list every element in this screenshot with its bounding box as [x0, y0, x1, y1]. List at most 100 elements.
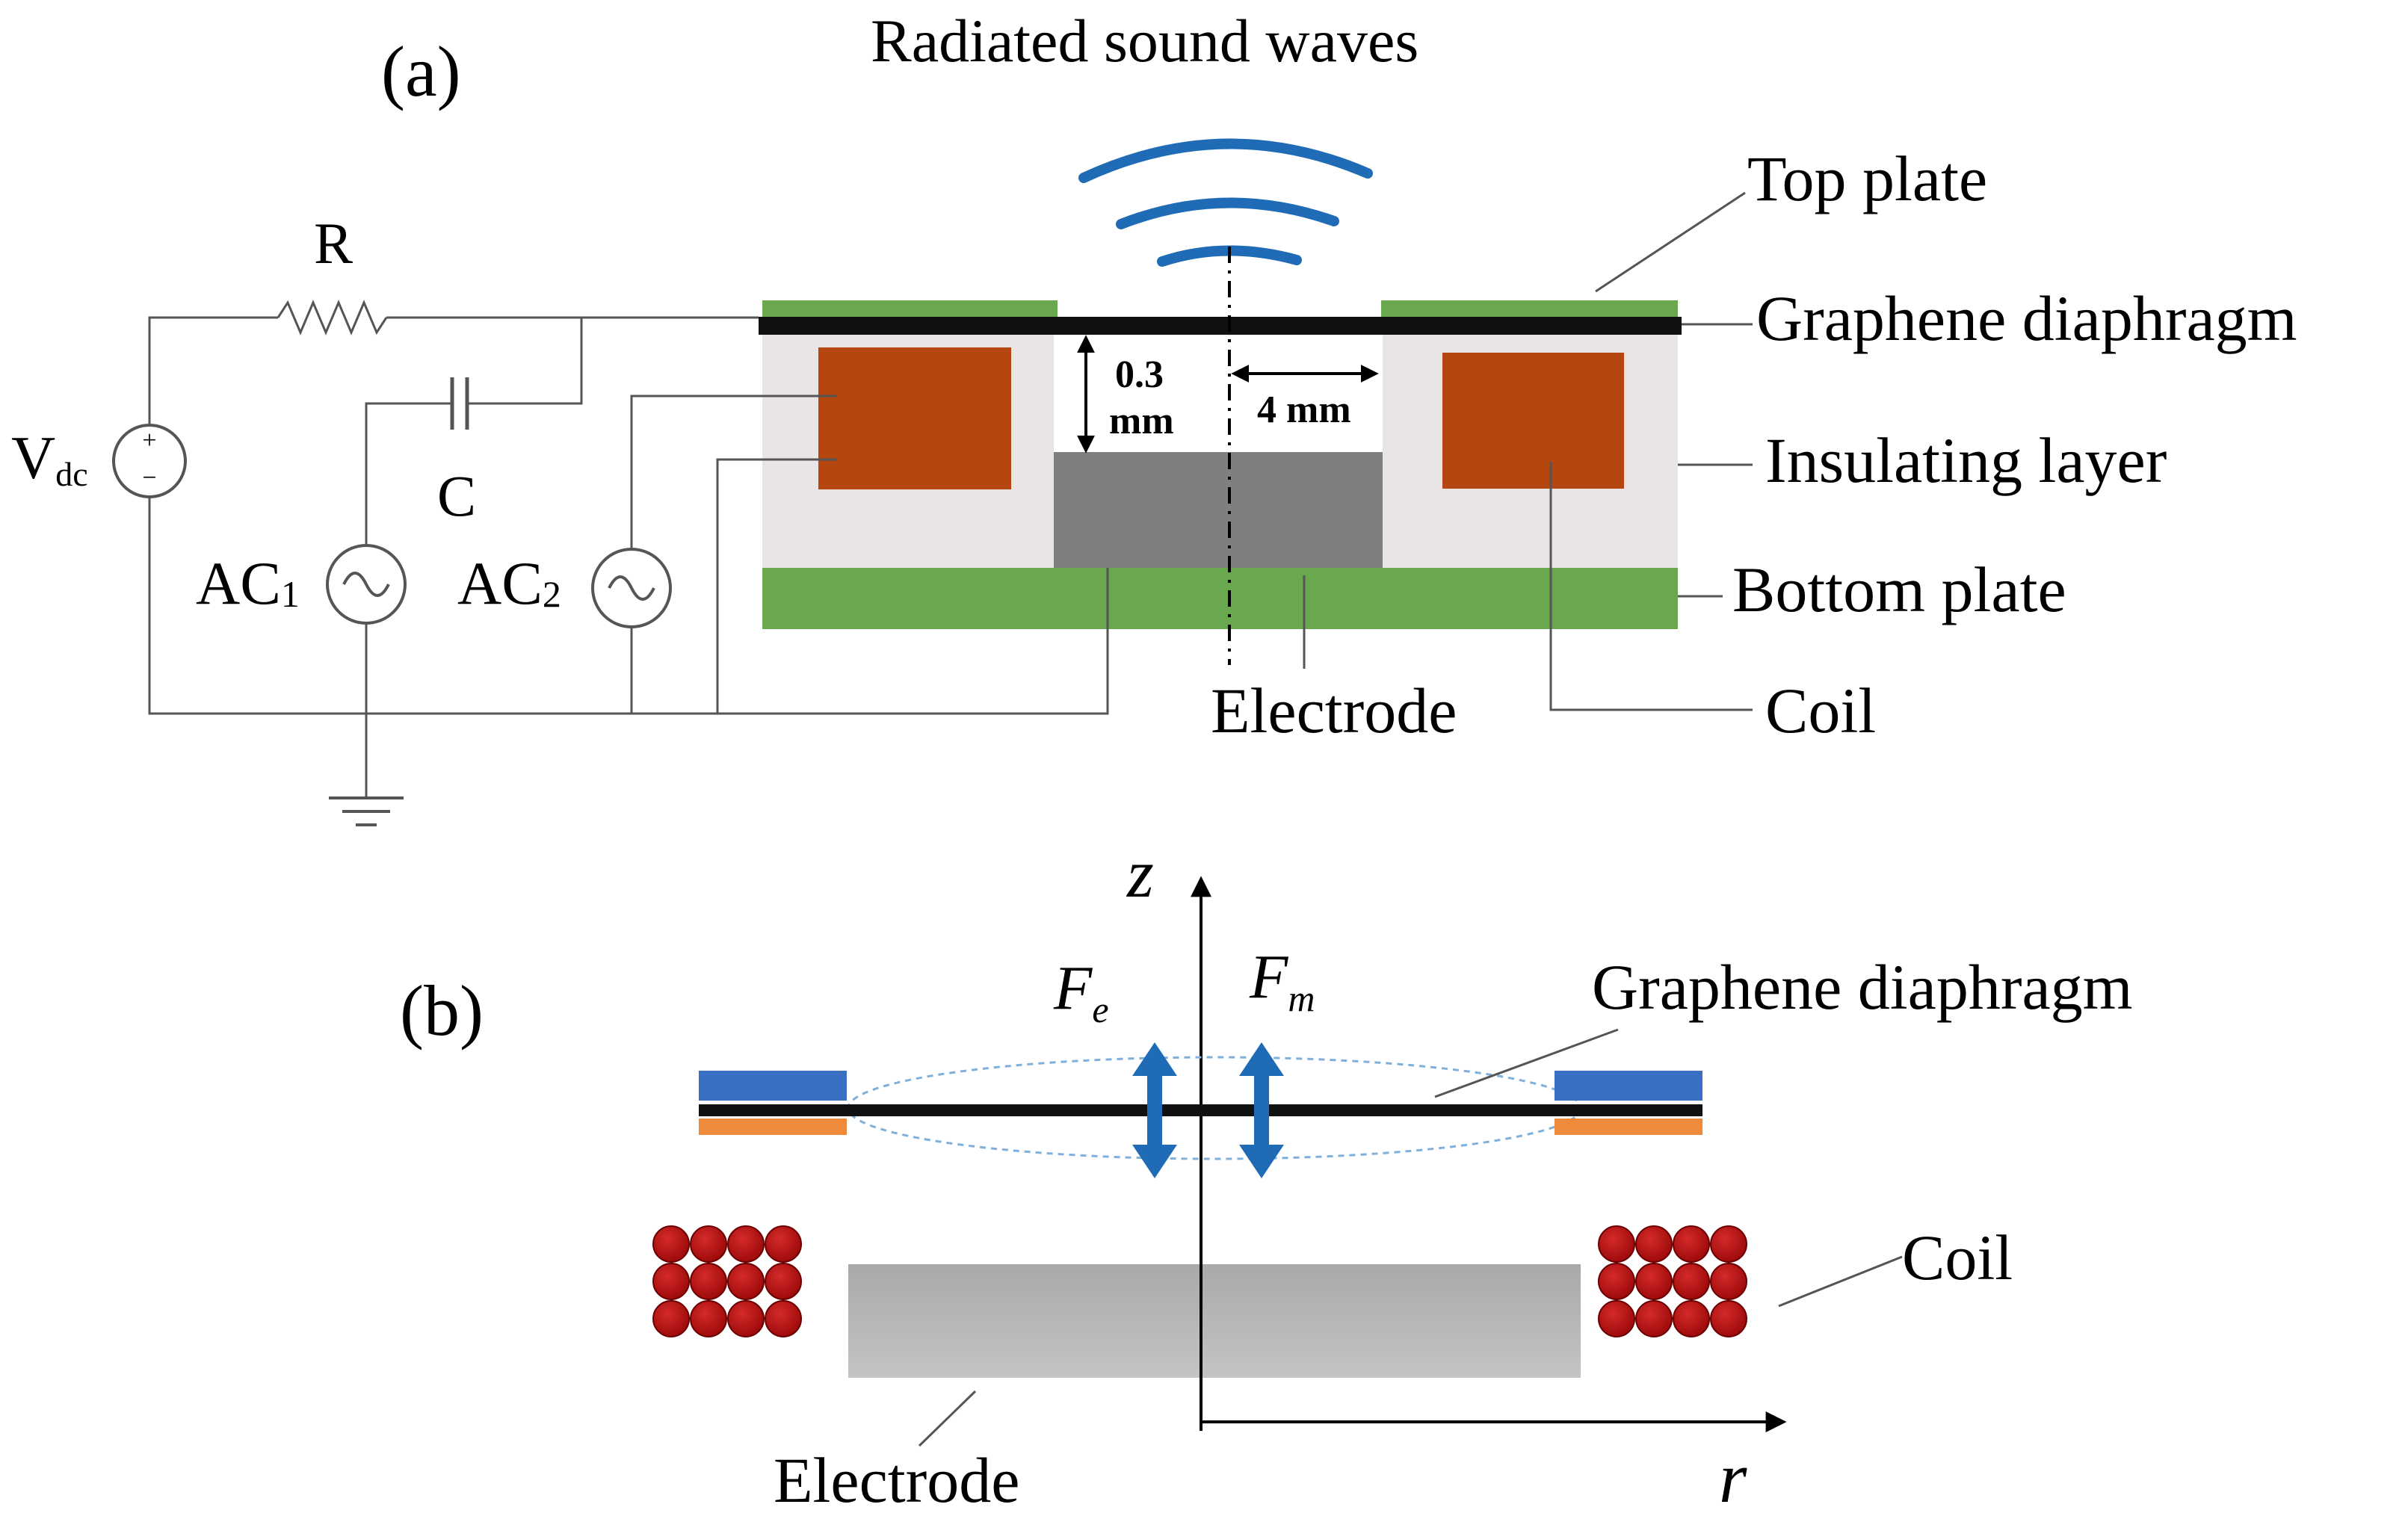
leader-coil: [1549, 462, 1753, 711]
speaker-cross-section: [759, 300, 1682, 629]
graphene-diaphragm-b: [699, 1104, 1702, 1116]
coil-wire-turn: [1710, 1263, 1747, 1300]
wire-capacitor-branch: [467, 318, 583, 405]
resistor-symbol: [277, 300, 388, 335]
leader-electrode-b: [918, 1390, 977, 1447]
vdc-minus: −: [142, 464, 156, 492]
fm-label: Fm: [1249, 942, 1315, 1019]
coil-wire-turn: [652, 1225, 690, 1263]
gap-dimension-label-2: mm: [1109, 400, 1174, 442]
fe-label-main: F: [1053, 953, 1093, 1023]
coil-wire-turn: [1710, 1300, 1747, 1337]
coil-left-b: [652, 1225, 802, 1337]
coil-wire-turn: [1673, 1263, 1710, 1300]
sound-waves-label: Radiated sound waves: [871, 7, 1418, 75]
electrode-label-b: Electrode: [774, 1444, 1019, 1516]
fm-label-main: F: [1249, 942, 1289, 1012]
clamp-right-top: [1555, 1071, 1702, 1101]
coil-wire-turn: [1673, 1225, 1710, 1263]
leader-coil-b: [1778, 1255, 1903, 1308]
wire-vdc-bottom: [148, 497, 1109, 715]
coil-wire-turn: [1710, 1225, 1747, 1263]
bottom-plate-label: Bottom plate: [1732, 554, 2066, 625]
ac2-sine-icon: [608, 575, 655, 601]
graphene-diaphragm-label: Graphene diaphragm: [1756, 282, 2297, 354]
clamp-left-bottom: [699, 1119, 847, 1135]
coil-wire-turn: [727, 1225, 765, 1263]
ac1-label: AC1: [196, 549, 300, 617]
wire-ac1-top: [365, 402, 452, 545]
insulating-layer-label: Insulating layer: [1765, 424, 2167, 496]
force-arrow-fm: [1239, 1042, 1284, 1178]
top-plate-label: Top plate: [1747, 143, 1987, 214]
panel-a: (a) Radiated sound waves 0.3 mm 4 mm: [11, 7, 2297, 826]
vdc-source: [112, 424, 187, 498]
vdc-label-sub: dc: [55, 455, 87, 493]
ac1-label-sub: 1: [281, 573, 300, 615]
electrode: [1054, 452, 1383, 568]
coil-wire-turn: [652, 1300, 690, 1337]
force-arrow-fe: [1132, 1042, 1177, 1178]
clamp-left-top: [699, 1071, 847, 1101]
gap-dimension-label-1: 0.3: [1115, 353, 1164, 396]
coil-wire-turn: [1635, 1300, 1673, 1337]
ac1-sine-icon: [342, 572, 390, 597]
coil-right-b: [1598, 1225, 1747, 1337]
wire-vdc-top: [148, 316, 278, 426]
resistor-label: R: [314, 211, 353, 276]
coil-wire-turn: [652, 1263, 690, 1300]
leader-top-plate: [1595, 191, 1746, 293]
circuit: + − R C Vdc AC1 AC2: [11, 211, 1109, 826]
clamp-right-bottom: [1555, 1119, 1702, 1135]
coil-wire-turn: [1598, 1300, 1635, 1337]
top-plate-right: [1381, 300, 1678, 318]
panel-a-label: (a): [381, 31, 461, 111]
panel-b: (b) z r Fe Fm Graphene: [400, 835, 2133, 1518]
sound-waves: [1078, 138, 1373, 267]
leader-graphene-b: [1434, 1028, 1619, 1098]
vdc-plus: +: [142, 427, 156, 454]
fm-label-sub: m: [1288, 977, 1315, 1019]
coil-wire-turn: [690, 1263, 727, 1300]
graphene-diaphragm: [759, 317, 1682, 335]
coil-right: [1442, 353, 1624, 489]
air-gap: [1054, 332, 1383, 452]
coil-label-b: Coil: [1902, 1222, 2013, 1293]
ac2-label: AC2: [457, 549, 561, 617]
r-axis-label: r: [1719, 1438, 1747, 1518]
fe-label: Fe: [1053, 953, 1109, 1030]
sound-wave-inner: [1157, 245, 1302, 267]
capacitor-label: C: [437, 463, 476, 528]
ac2-label-sub: 2: [543, 573, 561, 615]
coil-wire-turn: [727, 1263, 765, 1300]
coil-left: [818, 347, 1011, 489]
graphene-diaphragm-label-b: Graphene diaphragm: [1592, 951, 2133, 1023]
coil-wire-turn: [1635, 1225, 1673, 1263]
vdc-label-main: V: [11, 424, 55, 492]
ac1-label-main: AC: [196, 549, 281, 617]
wire-ac2-coil: [630, 395, 837, 549]
top-plate-left: [762, 300, 1058, 318]
coil-wire-turn: [765, 1263, 802, 1300]
electrode-label: Electrode: [1211, 675, 1457, 746]
coil-label: Coil: [1765, 675, 1876, 746]
coil-wire-turn: [1673, 1300, 1710, 1337]
z-axis-label: z: [1126, 835, 1154, 912]
coil-wire-turn: [1635, 1263, 1673, 1300]
coil-wire-turn: [1598, 1225, 1635, 1263]
coil-wire-turn: [690, 1300, 727, 1337]
coil-wire-turn: [727, 1300, 765, 1337]
coil-wire-turn: [1598, 1263, 1635, 1300]
coil-wire-turn: [765, 1225, 802, 1263]
electrode-block: [848, 1264, 1581, 1378]
panel-b-label: (b): [400, 971, 484, 1051]
bottom-plate: [762, 568, 1678, 629]
fe-label-sub: e: [1092, 989, 1108, 1030]
radius-dimension-label: 4 mm: [1257, 389, 1351, 431]
wire-coil-return: [716, 458, 837, 714]
ac2-label-main: AC: [457, 549, 543, 617]
sound-wave-middle: [1116, 197, 1339, 229]
vdc-label: Vdc: [11, 424, 88, 493]
coil-wire-turn: [765, 1300, 802, 1337]
